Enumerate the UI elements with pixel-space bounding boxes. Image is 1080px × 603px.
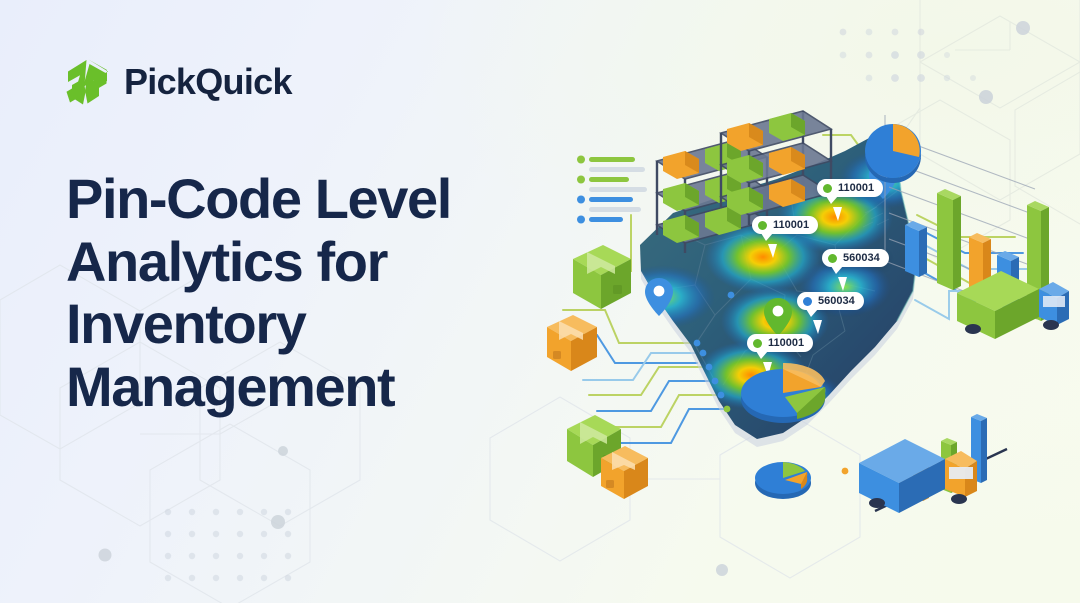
- headline-line-3: Inventory: [66, 292, 307, 356]
- page-title: Pin-Code Level Analytics for Inventory M…: [66, 167, 566, 419]
- pin-stems: [763, 207, 847, 376]
- pin-dot-0: [823, 183, 832, 193]
- pin-tail-0: [826, 196, 838, 204]
- delivery-truck-green: [957, 271, 1069, 339]
- pie-chart-middle: [741, 362, 826, 423]
- pin-code-4: 110001: [768, 337, 805, 349]
- pin-label-1[interactable]: 110001: [752, 216, 819, 241]
- lightning-diamond-icon: [66, 59, 108, 105]
- list-legend-icon: [577, 155, 647, 224]
- pin-code-analytics-map-illustration: 110001 110001 560034 560034 110001: [545, 95, 1080, 535]
- pin-code-0: 110001: [838, 182, 875, 194]
- pin-tail-4: [756, 351, 768, 359]
- package-box-orange-1: [547, 315, 597, 371]
- pie-chart-top: [865, 124, 921, 183]
- pin-dot-1: [758, 220, 767, 230]
- pin-dot-2: [828, 253, 837, 263]
- package-box-orange-2: [601, 446, 648, 499]
- pin-code-1: 110001: [773, 219, 810, 231]
- flow-endpoint-dots: [693, 291, 849, 475]
- dot-grid-bottom-left: [164, 508, 292, 582]
- brand-name: PickQuick: [124, 61, 292, 102]
- package-box-green-1: [573, 245, 631, 309]
- pin-label-3[interactable]: 560034: [797, 292, 864, 317]
- headline-line-4: Management: [66, 355, 396, 419]
- map-pin-green-center[interactable]: [764, 298, 792, 336]
- headline-line-2: Analytics for: [66, 229, 388, 293]
- dot-grid-top-right: [839, 28, 976, 82]
- brand-logo[interactable]: PickQuick: [64, 58, 292, 106]
- pin-code-3: 560034: [818, 295, 855, 307]
- map-pin-blue-left[interactable]: [645, 278, 673, 316]
- pie-chart-bottom: [755, 462, 811, 499]
- headline-line-1: Pin-Code Level: [66, 167, 452, 230]
- delivery-truck-blue: [859, 439, 977, 513]
- pin-tail-3: [806, 309, 818, 317]
- pin-dot-3: [803, 296, 812, 306]
- warehouse-rack-right: [719, 110, 833, 225]
- pin-code-2: 560034: [843, 252, 880, 264]
- pin-dot-4: [753, 338, 762, 348]
- pin-tail-1: [761, 233, 773, 241]
- pin-label-2[interactable]: 560034: [822, 249, 889, 274]
- pin-tail-2: [831, 266, 843, 274]
- pin-label-4[interactable]: 110001: [747, 334, 814, 359]
- pin-label-0[interactable]: 110001: [817, 179, 884, 204]
